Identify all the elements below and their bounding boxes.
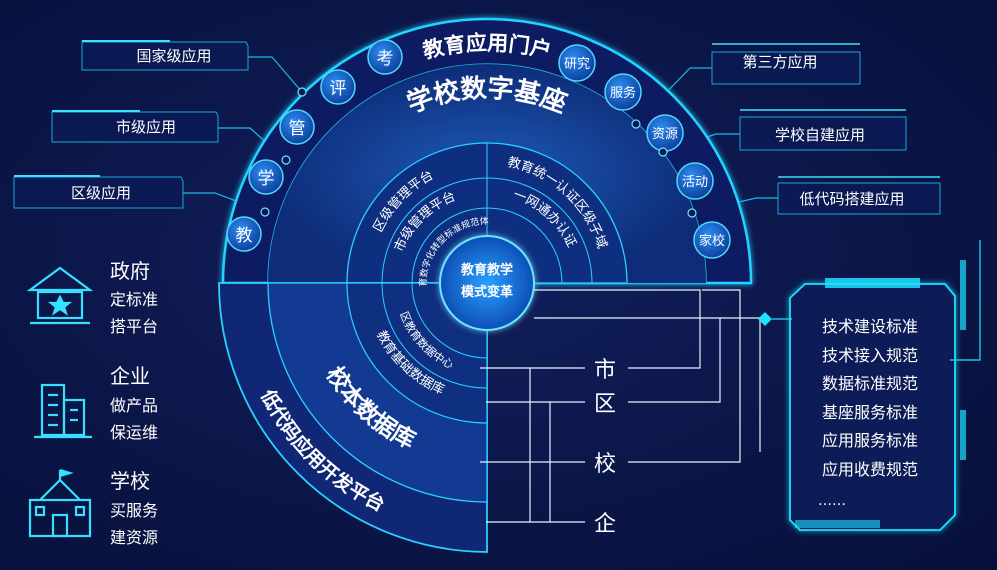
app-box-city: 市级应用 <box>51 110 219 143</box>
bubble-learn[interactable] <box>248 159 284 195</box>
app-school-built-label: 学校自建应用 <box>775 126 865 144</box>
standards-panel: 技术建设标准 技术接入规范 数据标准规范 基座服务标准 应用服务标准 应用收费规… <box>758 240 981 531</box>
role-school-line2: 建资源 <box>110 528 158 547</box>
role-government-name: 政府 <box>110 259 150 283</box>
bubble-evaluate[interactable] <box>320 69 356 105</box>
bubble-activity-label: 活动 <box>682 175 708 190</box>
role-government-line1: 定标准 <box>110 290 158 309</box>
bubble-exam[interactable] <box>367 39 403 75</box>
app-national-label: 国家级应用 <box>136 47 211 65</box>
bubble-service[interactable] <box>604 73 642 111</box>
app-lowcode-label: 低代码搭建应用 <box>799 190 904 208</box>
standard-item: 基座服务标准 <box>822 403 918 422</box>
arc-bubbles-right: 研究 服务 资源 活动 家校 <box>558 44 731 259</box>
platform-divider-3 <box>381 282 488 389</box>
roles: 政府 定标准 搭平台 企业 做产品 保运维 学校 买服务 建资源 <box>110 259 158 547</box>
level-connectors <box>480 289 761 523</box>
level-enterprise: 企 <box>594 512 616 537</box>
standard-item: 技术接入规范 <box>822 346 918 365</box>
bubble-exam-label: 考 <box>377 49 394 69</box>
center-label-1: 教育教学 <box>460 262 513 278</box>
app-third-party-label: 第三方应用 <box>742 53 817 71</box>
platform-divider-4 <box>411 282 488 359</box>
bubble-research-label: 研究 <box>564 57 590 72</box>
role-government-line2: 搭平台 <box>110 317 158 336</box>
arc-bubbles-left: 教 学 管 评 考 <box>226 39 403 252</box>
app-box-national: 国家级应用 <box>81 40 249 71</box>
level-district: 区 <box>594 392 616 417</box>
office-tower-icon <box>34 383 92 439</box>
app-city-label: 市级应用 <box>116 118 176 136</box>
bubble-manage-label: 管 <box>289 119 306 139</box>
standards-diamond-icon <box>758 312 772 326</box>
standard-item: 数据标准规范 <box>822 374 918 393</box>
bubble-home-school-label: 家校 <box>699 233 725 249</box>
app-box-school-built: 学校自建应用 <box>739 109 907 151</box>
lower-inner-ring <box>346 282 488 424</box>
app-box-third-party: 第三方应用 <box>711 43 861 85</box>
app-district-label: 区级应用 <box>71 184 131 202</box>
app-box-district: 区级应用 <box>13 175 184 209</box>
bubble-resource-label: 资源 <box>652 127 678 142</box>
role-school-line1: 买服务 <box>110 501 158 520</box>
bubble-research[interactable] <box>558 44 596 82</box>
level-labels: 市 区 校 企 <box>594 358 616 537</box>
bubble-teach-label: 教 <box>236 226 253 246</box>
app-box-lowcode: 低代码搭建应用 <box>777 176 941 215</box>
role-enterprise-line2: 保运维 <box>110 423 158 442</box>
center-label-2: 模式变革 <box>461 284 513 300</box>
standard-item: 应用服务标准 <box>822 431 918 450</box>
bubble-home-school[interactable] <box>693 221 731 259</box>
bubble-manage[interactable] <box>279 109 315 145</box>
government-building-icon <box>26 266 94 325</box>
role-enterprise-name: 企业 <box>110 364 150 388</box>
role-school-name: 学校 <box>110 469 150 493</box>
center-circle <box>439 235 535 331</box>
standard-item: 技术建设标准 <box>822 317 918 336</box>
standard-item: …… <box>818 493 846 509</box>
school-building-icon <box>28 468 92 538</box>
arc-dots <box>260 87 697 218</box>
level-school: 校 <box>594 452 616 477</box>
standard-item: 应用收费规范 <box>822 460 918 479</box>
bubble-activity[interactable] <box>676 162 714 200</box>
bubble-evaluate-label: 评 <box>330 79 347 99</box>
bubble-teach[interactable] <box>226 216 262 252</box>
level-city: 市 <box>594 358 616 383</box>
bubble-service-label: 服务 <box>610 85 636 101</box>
role-enterprise-line1: 做产品 <box>110 396 158 415</box>
bubble-learn-label: 学 <box>258 169 275 189</box>
